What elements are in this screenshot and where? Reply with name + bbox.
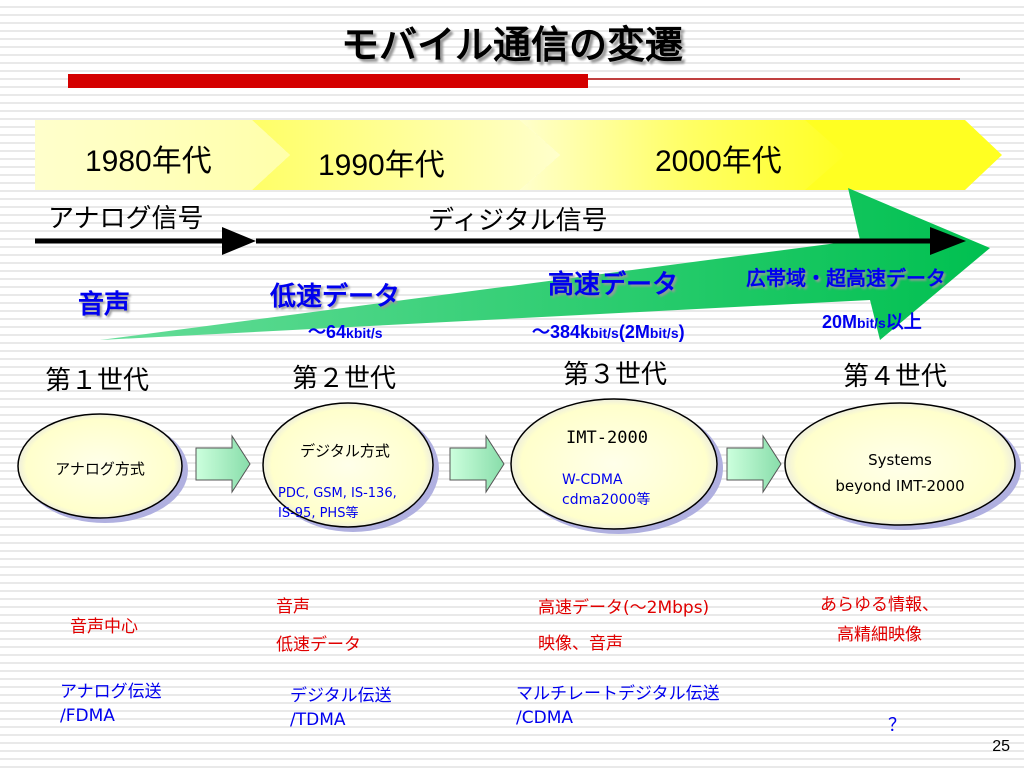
generation-1-label: 第１世代 (45, 366, 150, 396)
era-label-1980s: 1980年代 (85, 145, 212, 178)
gen4-features: あらゆる情報、高精細映像 (820, 595, 939, 645)
page-title: モバイル通信の変遷 (340, 23, 683, 67)
low-speed-rate: ～64kbit/s (308, 322, 383, 342)
era-band-2000s (520, 120, 850, 190)
era-band-1990s (252, 120, 560, 190)
flow-arrow-3 (726, 434, 782, 494)
service-broadband-data: 広帯域・超高速データ (746, 266, 946, 290)
gen2-node-examples: PDC, GSM, IS-136,IS-95, PHS等 (278, 486, 397, 521)
gen2-node (262, 402, 434, 528)
high-speed-rate: ～384kbit/s(2Mbit/s) (532, 322, 685, 342)
gen3-node-label: IMT-2000 (566, 428, 648, 448)
growth-arrow (100, 188, 990, 340)
gen4-node (784, 402, 1016, 526)
digital-signal-arrowhead (930, 227, 966, 255)
digital-signal-label: ディジタル信号 (428, 206, 608, 236)
era-band-future (805, 120, 1002, 190)
title-underline-bar (68, 74, 588, 88)
generation-3-label: 第３世代 (563, 360, 668, 390)
gen3-transmission: マルチレートデジタル伝送/CDMA (516, 684, 720, 728)
gen1-node-label: アナログ方式 (55, 460, 145, 478)
generation-2-label: 第２世代 (292, 364, 397, 394)
broadband-rate: 20Mbit/s以上 (822, 312, 922, 332)
gen3-features: 高速データ(～2Mbps)映像、音声 (538, 598, 710, 654)
evolution-arrows (35, 188, 990, 340)
generation-4-label: 第４世代 (843, 362, 948, 392)
flow-arrow-1 (195, 434, 251, 494)
service-voice: 音声 (78, 290, 131, 320)
gen1-node (17, 413, 183, 519)
generation-flow (17, 398, 1021, 534)
era-band-1980s (35, 120, 290, 190)
flow-arrow-2 (449, 434, 505, 494)
service-high-speed-data: 高速データ (548, 270, 679, 300)
gen4-transmission: ？ (888, 715, 906, 736)
analog-signal-label: アナログ信号 (48, 204, 204, 234)
page-number: 25 (992, 738, 1010, 755)
era-label-2000s: 2000年代 (655, 145, 782, 178)
gen1-transmission: アナログ伝送/FDMA (60, 682, 162, 726)
gen2-node-label: デジタル方式 (300, 442, 390, 460)
title-underline-line (588, 78, 960, 80)
analog-signal-arrowhead (222, 227, 256, 255)
gen2-transmission: デジタル伝送/TDMA (290, 686, 392, 730)
gen3-node (510, 398, 718, 530)
service-low-speed-data: 低速データ (270, 282, 401, 312)
gen2-features: 音声低速データ (276, 597, 361, 655)
gen1-features: 音声中心 (70, 617, 138, 637)
era-label-1990s: 1990年代 (318, 149, 445, 182)
era-timeline-bands (35, 120, 1002, 190)
